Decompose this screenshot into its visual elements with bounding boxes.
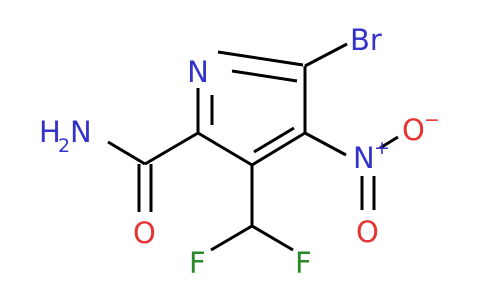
- bond-c4-c3: [197, 131, 253, 167]
- bond-c-nitro: [304, 131, 347, 157]
- bond-chf2-f-left: [210, 224, 253, 252]
- bond-c5-c4: [251, 131, 306, 167]
- atom-amide-o: O: [133, 216, 156, 250]
- atom-nitro-o-minus: O −: [402, 109, 440, 147]
- nitro-o-minus-symbol: O: [402, 113, 425, 147]
- atom-ring-n: N: [187, 55, 209, 89]
- bond-n-c6: [217, 50, 304, 67]
- bond-chf2-f-right: [251, 224, 294, 252]
- bond-c5-c4-inner: [253, 126, 295, 154]
- amide-n: N: [70, 115, 92, 149]
- amide-subscript: 2: [58, 135, 70, 157]
- bond-c3-camide: [144, 131, 199, 166]
- amide-h: H: [39, 115, 61, 149]
- atom-bromine: Br: [350, 23, 382, 57]
- bond-n-ominus: [379, 135, 399, 150]
- nitro-o-minus-charge: −: [424, 109, 440, 131]
- bond-lines: [107, 42, 399, 252]
- atom-fluorine-right: F: [295, 246, 312, 280]
- atom-nitro-n: N +: [353, 137, 390, 175]
- nitro-n-charge: +: [374, 137, 390, 159]
- nitro-n-symbol: N: [353, 141, 375, 175]
- atom-amide-nh2: H 2 N: [39, 115, 92, 157]
- bond-n-c6-inner: [231, 69, 298, 83]
- atom-nitro-o: O: [356, 215, 379, 249]
- bond-c-br: [304, 42, 348, 68]
- bond-camide-nh2: [107, 140, 146, 166]
- atom-fluorine-left: F: [189, 246, 206, 280]
